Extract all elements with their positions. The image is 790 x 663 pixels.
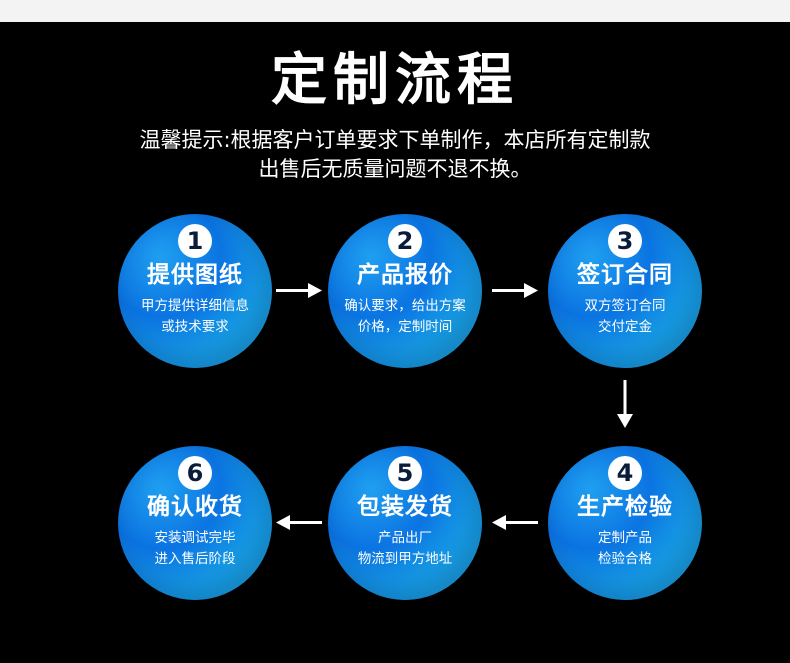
- step-6-desc-line-1: 安装调试完毕: [154, 530, 236, 546]
- notice-line-2: 出售后无质量问题不退不换。: [258, 157, 532, 181]
- arrow-left-icon: [276, 515, 322, 530]
- step-6-desc-line-2: 进入售后阶段: [154, 551, 236, 567]
- step-6-desc: 安装调试完毕 进入售后阶段: [124, 528, 266, 570]
- step-5-circle: 5 包装发货 产品出厂 物流到甲方地址: [328, 446, 482, 600]
- step-3-desc-line-2: 交付定金: [598, 319, 652, 335]
- step-2-number: 2: [388, 224, 422, 258]
- page-title: 定制流程: [271, 48, 519, 113]
- step-6-number: 6: [178, 456, 212, 490]
- step-5-number: 5: [388, 456, 422, 490]
- step-1-number: 1: [178, 224, 212, 258]
- step-4-desc: 定制产品 检验合格: [554, 528, 696, 570]
- step-1-title: 提供图纸: [147, 262, 243, 288]
- step-2-desc-line-2: 价格，定制时间: [357, 319, 453, 335]
- step-4-title: 生产检验: [577, 494, 673, 520]
- step-1-circle: 1 提供图纸 甲方提供详细信息 或技术要求: [118, 214, 272, 368]
- step-2-title: 产品报价: [357, 262, 453, 288]
- step-2-desc: 确认要求，给出方案 价格，定制时间: [334, 296, 476, 338]
- step-5-desc: 产品出厂 物流到甲方地址: [334, 528, 476, 570]
- step-4-number: 4: [608, 456, 642, 490]
- step-3-number: 3: [608, 224, 642, 258]
- notice-line-1: 温馨提示:根据客户订单要求下单制作，本店所有定制款: [139, 128, 651, 152]
- arrow-right-icon: [492, 283, 538, 298]
- step-4-desc-line-1: 定制产品: [598, 530, 652, 546]
- step-4-desc-line-2: 检验合格: [598, 551, 652, 567]
- step-5-desc-line-1: 产品出厂: [378, 530, 432, 546]
- step-1-desc-line-2: 或技术要求: [161, 319, 229, 335]
- arrow-right-icon: [276, 283, 322, 298]
- step-5-desc-line-2: 物流到甲方地址: [357, 551, 453, 567]
- step-2-desc-line-1: 确认要求，给出方案: [344, 298, 466, 314]
- step-5-title: 包装发货: [357, 494, 453, 520]
- step-3-desc: 双方签订合同 交付定金: [554, 296, 696, 338]
- step-6-circle: 6 确认收货 安装调试完毕 进入售后阶段: [118, 446, 272, 600]
- notice-text: 温馨提示:根据客户订单要求下单制作，本店所有定制款 出售后无质量问题不退不换。: [0, 126, 790, 184]
- step-3-circle: 3 签订合同 双方签订合同 交付定金: [548, 214, 702, 368]
- step-1-desc: 甲方提供详细信息 或技术要求: [124, 296, 266, 338]
- step-3-desc-line-1: 双方签订合同: [584, 298, 666, 314]
- top-strip: [0, 0, 790, 22]
- arrow-left-icon: [492, 515, 538, 530]
- step-6-title: 确认收货: [147, 494, 243, 520]
- step-4-circle: 4 生产检验 定制产品 检验合格: [548, 446, 702, 600]
- step-2-circle: 2 产品报价 确认要求，给出方案 价格，定制时间: [328, 214, 482, 368]
- arrow-down-icon: [617, 380, 633, 428]
- step-1-desc-line-1: 甲方提供详细信息: [141, 298, 249, 314]
- step-3-title: 签订合同: [577, 262, 673, 288]
